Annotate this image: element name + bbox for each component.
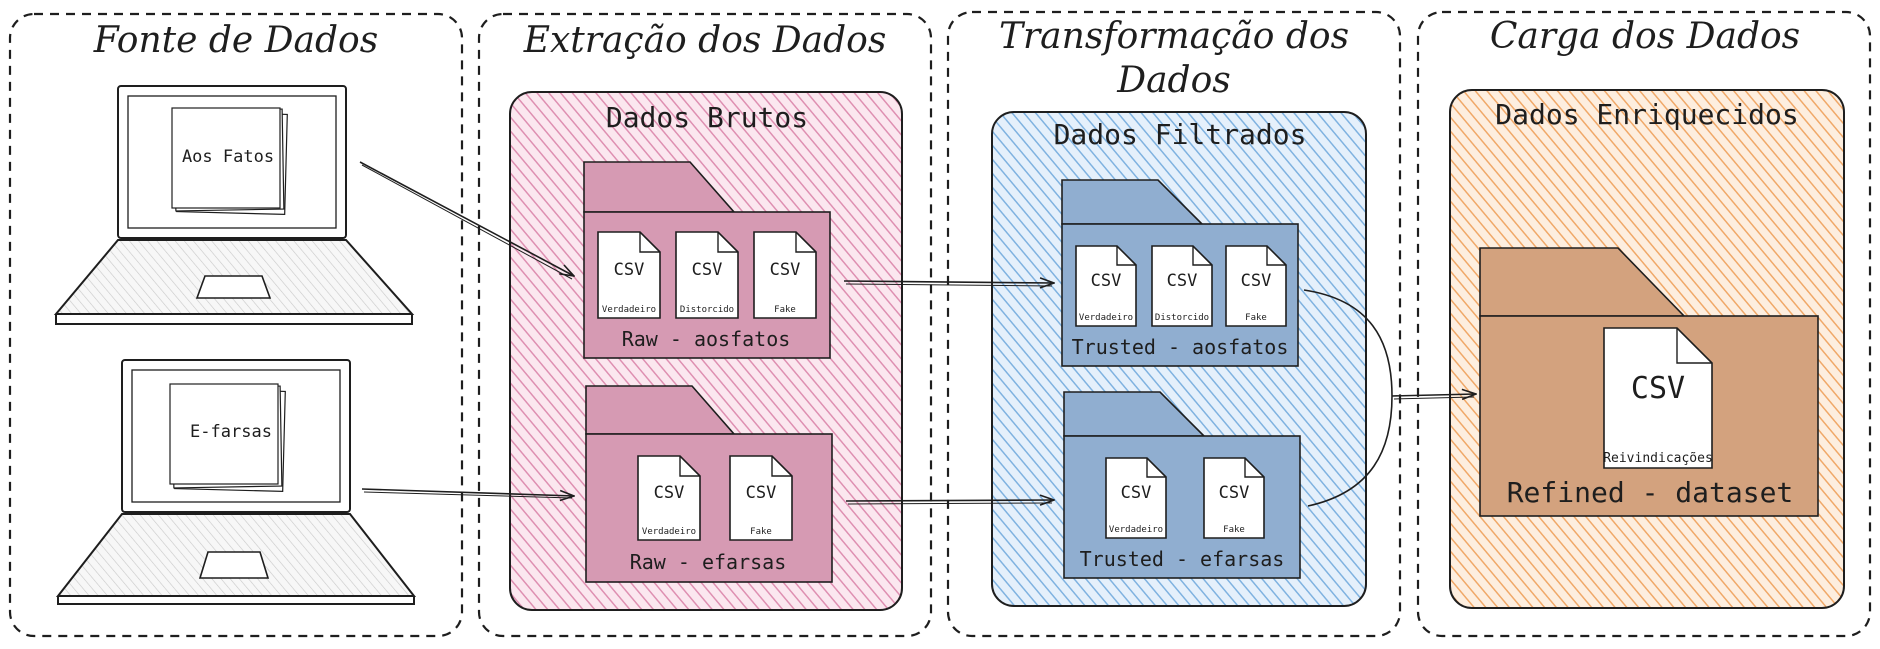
file-extension: CSV	[692, 260, 723, 280]
filtered-data-panel: Dados Filtrados Trusted - aosfatos Trust…	[991, 111, 1367, 607]
file-corner-fold	[1116, 246, 1136, 266]
file-extension: CSV	[746, 483, 777, 503]
file-sheet	[729, 455, 793, 541]
file-name: Verdadeiro	[602, 305, 656, 315]
file-sheet	[1075, 245, 1137, 327]
laptop-touchpad-icon	[198, 551, 270, 579]
file-corner-fold	[1244, 458, 1264, 478]
extract-column-frame	[477, 12, 933, 638]
source-column-frame	[8, 12, 464, 638]
file-extension: CSV	[1091, 271, 1122, 291]
folder-label: Trusted - aosfatos	[1072, 335, 1289, 359]
file-name: Verdadeiro	[1079, 313, 1133, 323]
arrow-efarsas-to-raw	[361, 488, 574, 496]
load-column-frame	[1416, 10, 1872, 638]
raw-data-title: Dados Brutos	[606, 101, 808, 134]
file-sheet	[753, 231, 817, 319]
flow-arrows	[359, 161, 1476, 507]
file-extension: CSV	[654, 483, 685, 503]
file-sheet	[597, 231, 661, 319]
laptop-aosfatos: Aos Fatos	[53, 85, 415, 325]
arrow-trusted-efarsas-to-refined	[1307, 395, 1393, 507]
csv-file-icon: CSV Fake	[729, 455, 793, 541]
file-name: Fake	[750, 527, 772, 537]
csv-file-icon: CSV Fake	[1203, 457, 1265, 539]
file-corner-fold	[679, 456, 700, 477]
csv-file-icon: CSV Verdadeiro	[1075, 245, 1137, 327]
arrow-trusted-aosfatos-to-refined	[1303, 289, 1393, 397]
file-extension: CSV	[1631, 371, 1685, 406]
file-extension: CSV	[614, 260, 645, 280]
transform-column-title-line1: Transformação dos	[999, 16, 1349, 57]
file-corner-fold	[717, 232, 738, 253]
folder-label: Refined - dataset	[1507, 476, 1794, 509]
csv-file-icon: CSV Verdadeiro	[597, 231, 661, 319]
csv-files: CSVVerdadeiroCSVDistorcidoCSVFakeCSVVerd…	[597, 231, 1713, 541]
folder-refined-dataset: Refined - dataset	[1479, 247, 1819, 517]
file-extension: CSV	[1167, 271, 1198, 291]
csv-file-icon: CSV Reivindicações	[1603, 327, 1713, 469]
document-stack-icon	[169, 383, 286, 493]
raw-data-panel: Dados Brutos Raw - aosfatos Raw - efarsa…	[509, 91, 903, 611]
file-corner-fold	[795, 232, 816, 253]
file-name: Distorcido	[1155, 313, 1209, 323]
file-corner-fold	[1676, 328, 1712, 364]
file-sheet	[637, 455, 701, 541]
file-corner-fold	[639, 232, 660, 253]
file-extension: CSV	[1121, 483, 1152, 503]
document-stack-icon	[171, 107, 288, 216]
source-column-title: Fonte de Dados	[93, 20, 378, 61]
arrow-raw-to-trusted-aosfatos	[843, 281, 1054, 283]
transform-column-frame	[946, 10, 1402, 638]
file-name: Fake	[774, 305, 796, 315]
csv-file-icon: CSV Fake	[1225, 245, 1287, 327]
extract-column-title: Extração dos Dados	[523, 20, 887, 61]
file-corner-fold	[1192, 246, 1212, 266]
column-frames	[8, 10, 1872, 638]
file-name: Fake	[1245, 313, 1267, 323]
laptop-touchpad-icon	[195, 275, 272, 299]
file-name: Fake	[1223, 525, 1245, 535]
file-name: Reivindicações	[1603, 451, 1713, 466]
source-label-aosfatos: Aos Fatos	[182, 147, 274, 167]
filtered-data-title: Dados Filtrados	[1054, 118, 1307, 151]
file-corner-fold	[771, 456, 792, 477]
arrow-aosfatos-to-raw	[359, 161, 574, 276]
file-sheet	[1203, 457, 1265, 539]
file-name: Distorcido	[680, 305, 734, 315]
file-extension: CSV	[770, 260, 801, 280]
folder-label: Raw - efarsas	[630, 550, 787, 574]
csv-file-icon: CSV Distorcido	[1151, 245, 1213, 327]
csv-file-icon: CSV Distorcido	[675, 231, 739, 319]
file-sheet	[1225, 245, 1287, 327]
file-extension: CSV	[1219, 483, 1250, 503]
csv-file-icon: CSV Fake	[753, 231, 817, 319]
file-corner-fold	[1146, 458, 1166, 478]
file-corner-fold	[1266, 246, 1286, 266]
source-label-efarsas: E-farsas	[190, 422, 272, 442]
load-column-title: Carga dos Dados	[1490, 16, 1800, 57]
csv-file-icon: CSV Verdadeiro	[1105, 457, 1167, 539]
file-sheet	[675, 231, 739, 319]
arrow-raw-to-trusted-efarsas	[845, 500, 1054, 501]
file-name: Verdadeiro	[642, 527, 696, 537]
laptop-efarsas: E-farsas	[55, 359, 417, 605]
folder-label: Trusted - efarsas	[1080, 547, 1285, 571]
folder-label: Raw - aosfatos	[622, 327, 791, 351]
enriched-data-title: Dados Enriquecidos	[1495, 98, 1798, 131]
arrow-merge-to-refined	[1391, 394, 1476, 396]
file-sheet	[1105, 457, 1167, 539]
transform-column-title-line2: Dados	[1116, 60, 1231, 101]
csv-file-icon: CSV Verdadeiro	[637, 455, 701, 541]
file-extension: CSV	[1241, 271, 1272, 291]
file-name: Verdadeiro	[1109, 525, 1163, 535]
file-sheet	[1151, 245, 1213, 327]
